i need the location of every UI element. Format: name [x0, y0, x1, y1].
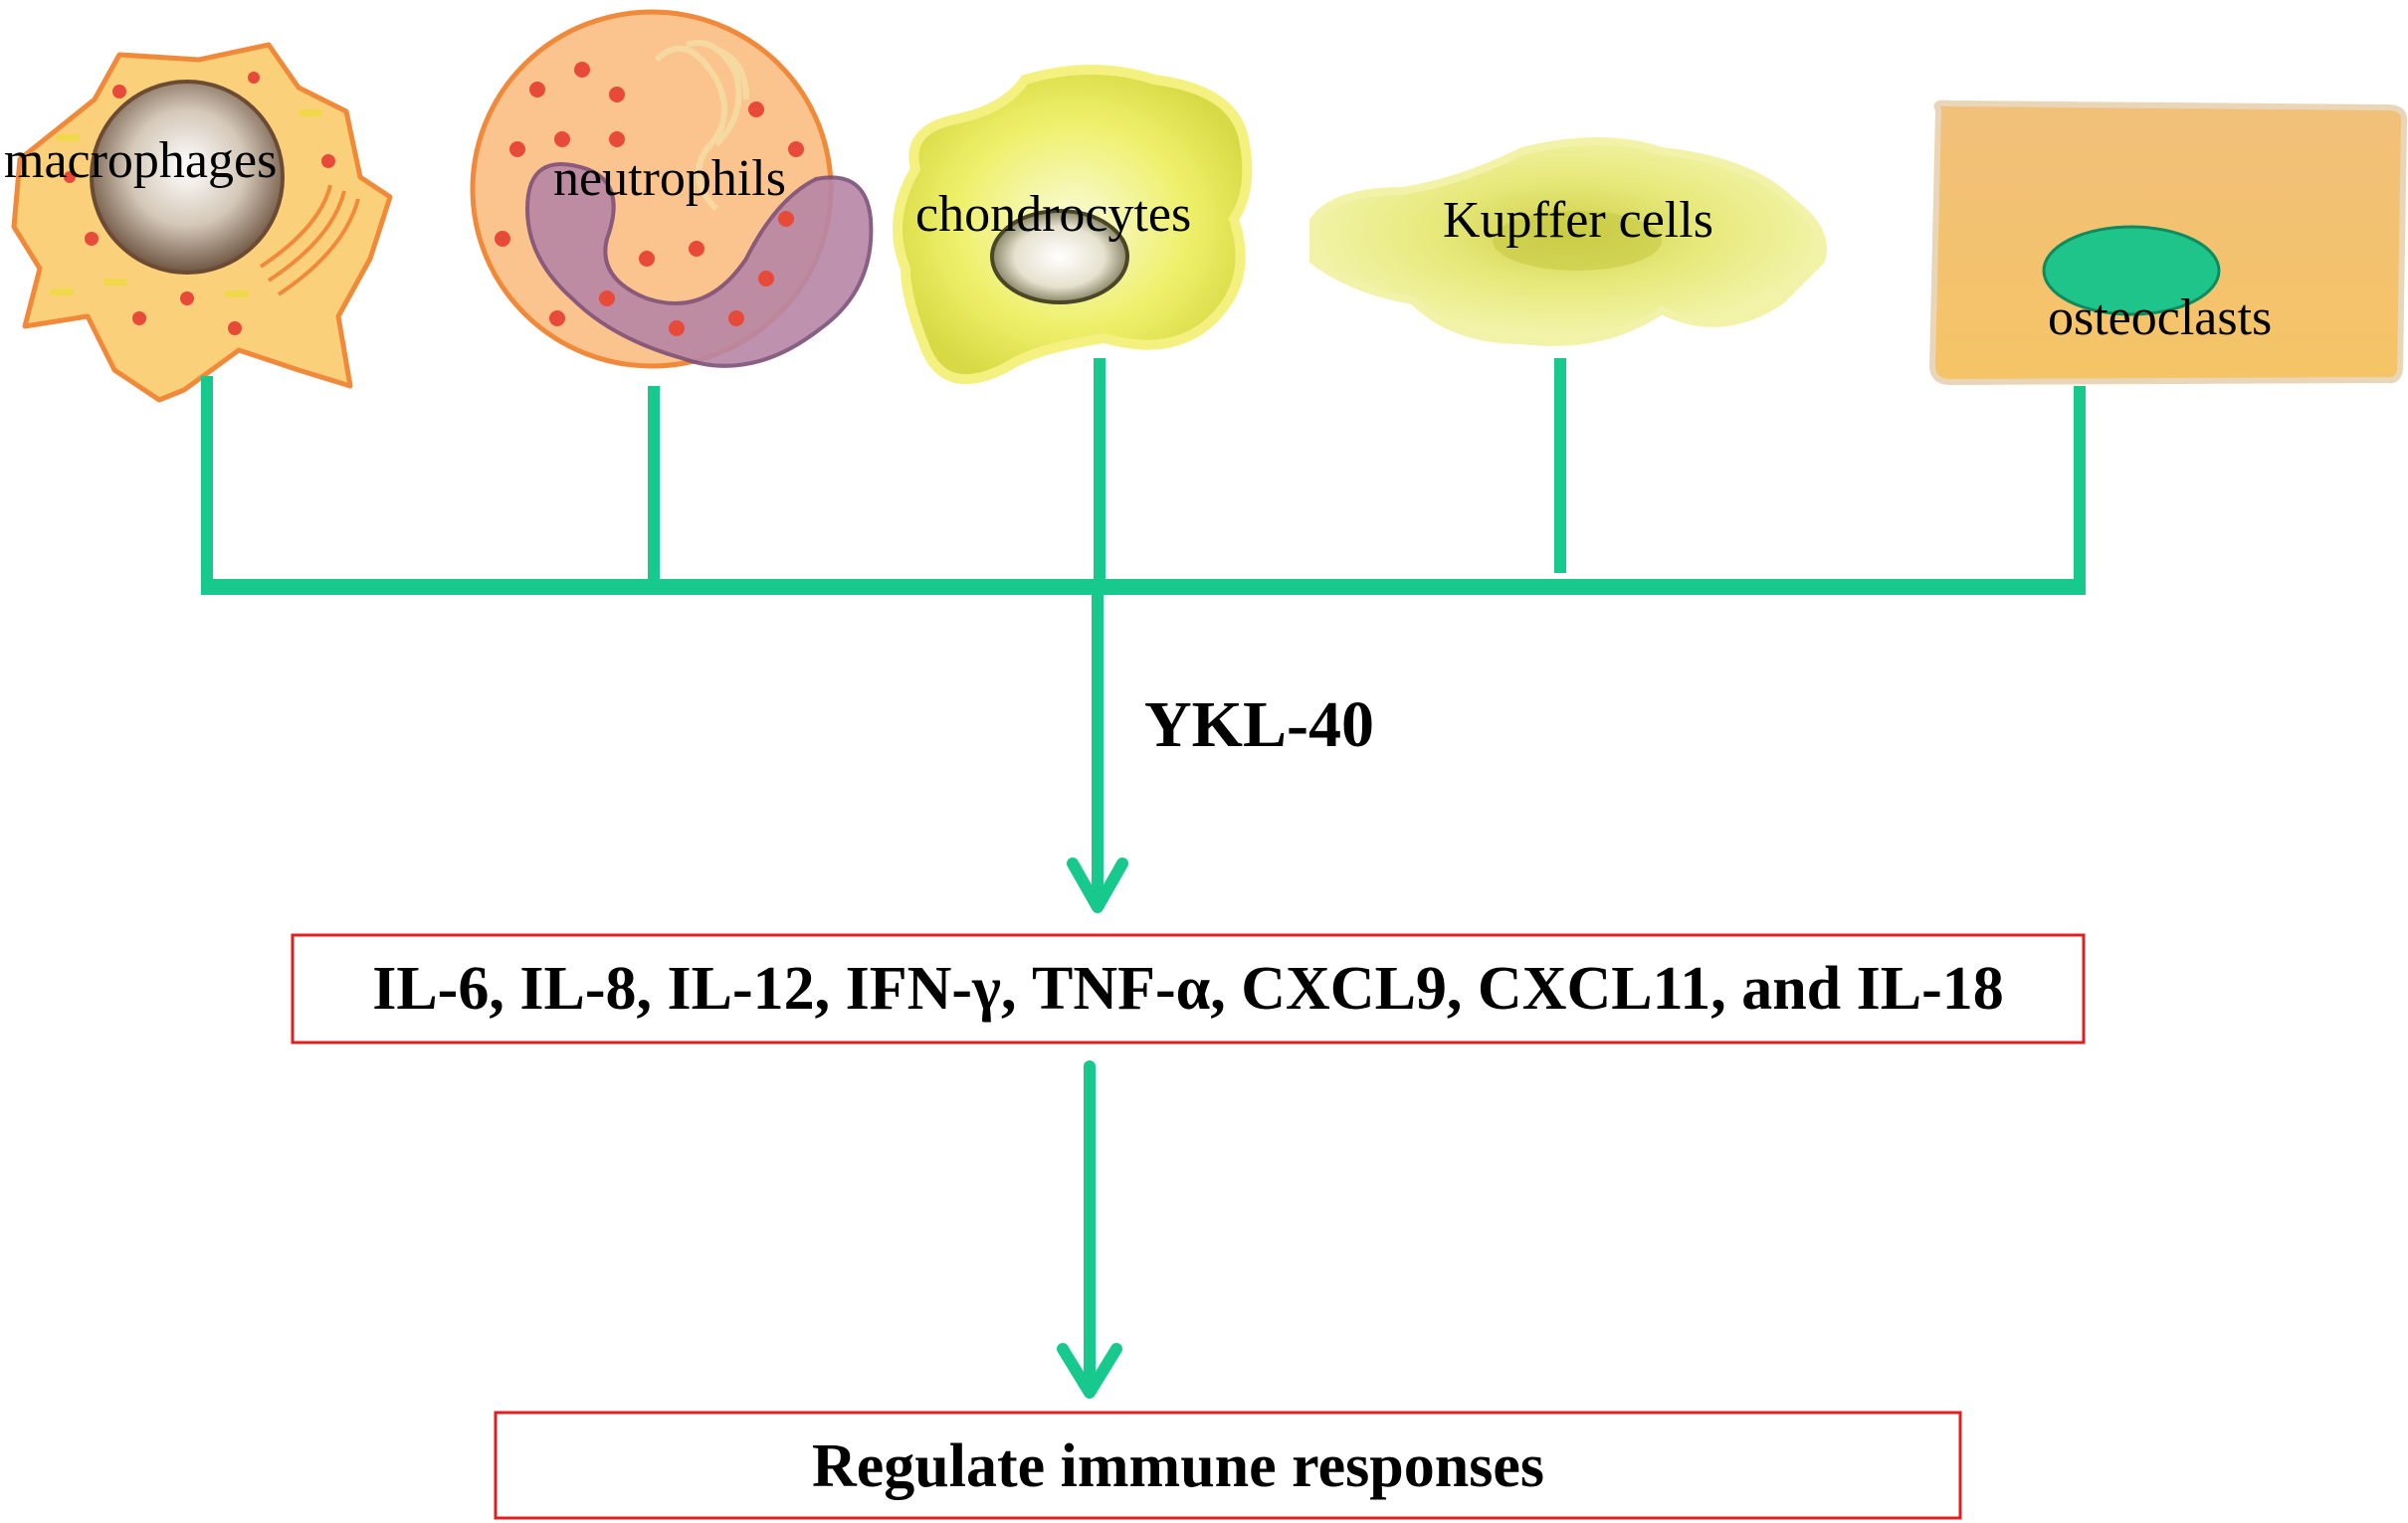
- macrophage-cell: macrophages: [4, 42, 393, 403]
- arrow-to-outcome: [1057, 1060, 1122, 1399]
- osteoclast-cell: osteoclasts: [1929, 99, 2408, 385]
- chondrocytes-label: chondrocytes: [915, 186, 1191, 243]
- outcome-box: Regulate immune responses: [494, 1411, 1962, 1520]
- cytokines-text: IL-6, IL-8, IL-12, IFN-γ, TNF-α, CXCL9, …: [372, 955, 2004, 1023]
- osteoclasts-label: osteoclasts: [2048, 289, 2272, 346]
- arrow-to-cytokines: [1067, 587, 1128, 913]
- kupffer-cell: Kupffer cells: [1309, 137, 1827, 346]
- cytokines-box: IL-6, IL-8, IL-12, IFN-γ, TNF-α, CXCL9, …: [291, 933, 2086, 1045]
- ykl40-label: YKL-40: [1144, 688, 1374, 761]
- neutrophil-cell: neutrophils: [470, 9, 874, 369]
- outcome-text: Regulate immune responses: [812, 1432, 1544, 1500]
- kupffer-cells-label: Kupffer cells: [1443, 192, 1713, 249]
- connector-tree: [201, 358, 2086, 595]
- chondrocyte-cell: chondrocytes: [893, 65, 1253, 385]
- macrophages-label: macrophages: [4, 132, 277, 189]
- neutrophils-label: neutrophils: [553, 150, 786, 207]
